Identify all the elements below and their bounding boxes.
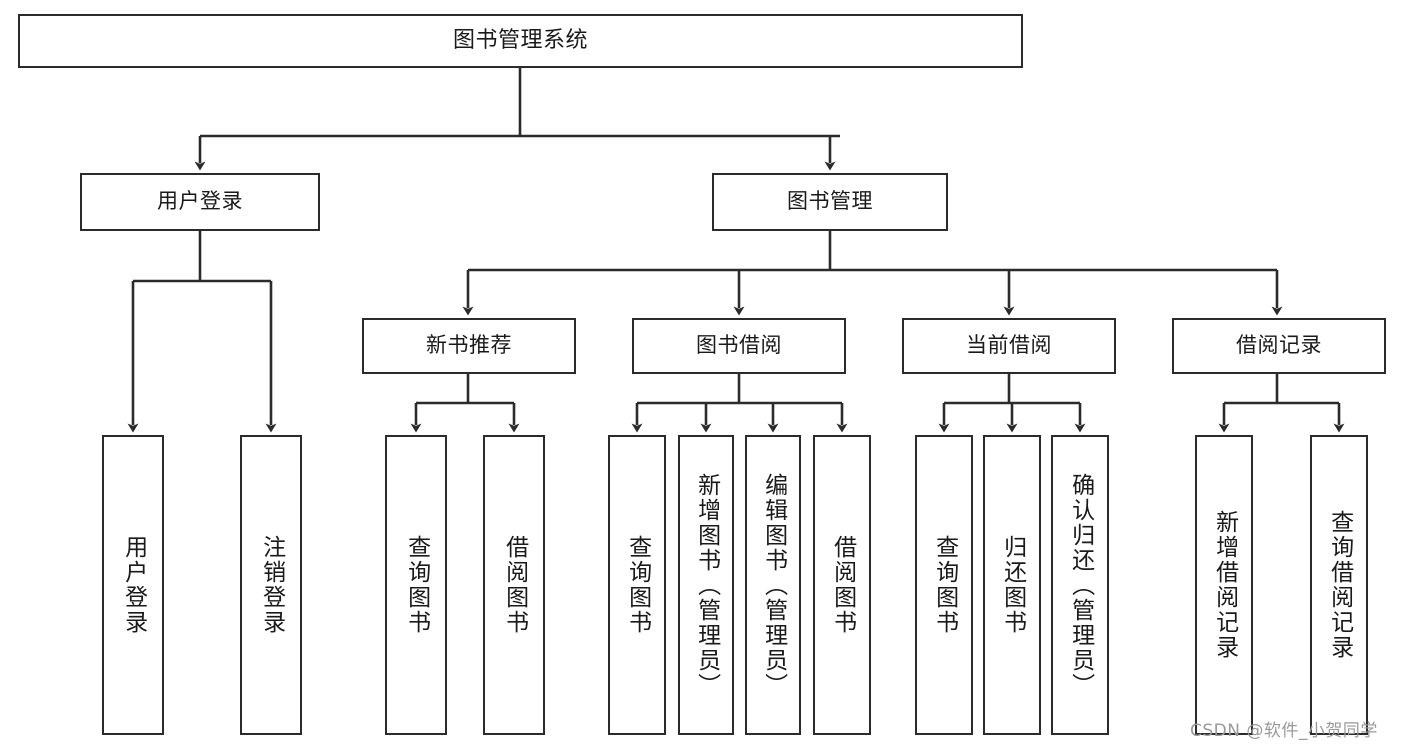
- node-leaf-user-login[interactable]: 用户登录: [102, 435, 164, 735]
- node-new-book-recommend[interactable]: 新书推荐: [362, 318, 576, 374]
- node-book-borrow[interactable]: 图书借阅: [632, 318, 846, 374]
- node-leaf-return-book-label: 归还图书: [999, 535, 1026, 635]
- node-borrow-record[interactable]: 借阅记录: [1172, 318, 1386, 374]
- node-book-manage[interactable]: 图书管理: [712, 173, 948, 231]
- node-current-borrow[interactable]: 当前借阅: [902, 318, 1116, 374]
- node-leaf-user-logout[interactable]: 注销登录: [240, 435, 302, 735]
- node-root[interactable]: 图书管理系统: [18, 14, 1023, 68]
- node-leaf-query-book-3[interactable]: 查询图书: [915, 435, 973, 735]
- node-leaf-query-record-label: 查询借阅记录: [1326, 510, 1353, 660]
- node-current-borrow-label: 当前借阅: [966, 333, 1052, 358]
- node-leaf-query-book-1-label: 查询图书: [403, 535, 430, 635]
- node-book-borrow-label: 图书借阅: [696, 333, 782, 358]
- node-leaf-borrow-book-2[interactable]: 借阅图书: [813, 435, 871, 735]
- node-leaf-query-book-3-label: 查询图书: [931, 535, 958, 635]
- node-leaf-add-record[interactable]: 新增借阅记录: [1195, 435, 1253, 735]
- node-leaf-query-book-1[interactable]: 查询图书: [385, 435, 447, 735]
- watermark: CSDN @软件_小贺同学: [1190, 721, 1378, 741]
- node-leaf-add-book[interactable]: 新增图书（管理员）: [678, 435, 734, 735]
- node-leaf-return-book[interactable]: 归还图书: [983, 435, 1041, 735]
- node-root-label: 图书管理系统: [452, 27, 588, 53]
- node-leaf-borrow-book-1[interactable]: 借阅图书: [483, 435, 545, 735]
- node-leaf-query-book-2[interactable]: 查询图书: [608, 435, 666, 735]
- node-leaf-borrow-book-2-label: 借阅图书: [829, 535, 856, 635]
- node-leaf-query-record[interactable]: 查询借阅记录: [1310, 435, 1368, 735]
- node-leaf-borrow-book-1-label: 借阅图书: [501, 535, 528, 635]
- node-user-login[interactable]: 用户登录: [80, 173, 320, 231]
- node-leaf-confirm-return[interactable]: 确认归还（管理员）: [1051, 435, 1109, 735]
- node-leaf-edit-book-label: 编辑图书（管理员）: [760, 472, 787, 698]
- node-leaf-user-logout-label: 注销登录: [258, 535, 285, 635]
- node-leaf-edit-book[interactable]: 编辑图书（管理员）: [745, 435, 801, 735]
- node-borrow-record-label: 借阅记录: [1236, 333, 1322, 358]
- node-leaf-user-login-label: 用户登录: [120, 535, 147, 635]
- node-leaf-confirm-return-label: 确认归还（管理员）: [1067, 472, 1094, 698]
- node-user-login-label: 用户登录: [157, 189, 243, 214]
- node-new-book-recommend-label: 新书推荐: [426, 333, 512, 358]
- node-leaf-add-book-label: 新增图书（管理员）: [693, 472, 720, 698]
- node-leaf-query-book-2-label: 查询图书: [624, 535, 651, 635]
- node-book-manage-label: 图书管理: [787, 189, 873, 214]
- node-leaf-add-record-label: 新增借阅记录: [1211, 510, 1238, 660]
